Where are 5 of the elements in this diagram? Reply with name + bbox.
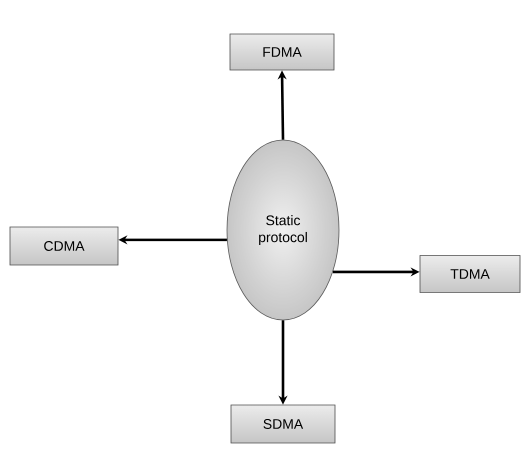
process-box: FDMA (230, 34, 334, 70)
process-box: SDMA (230, 404, 336, 444)
process-box: TDMA (420, 255, 520, 293)
ellipse-node: Static protocol (226, 140, 340, 320)
process-box: CDMA (10, 226, 118, 266)
